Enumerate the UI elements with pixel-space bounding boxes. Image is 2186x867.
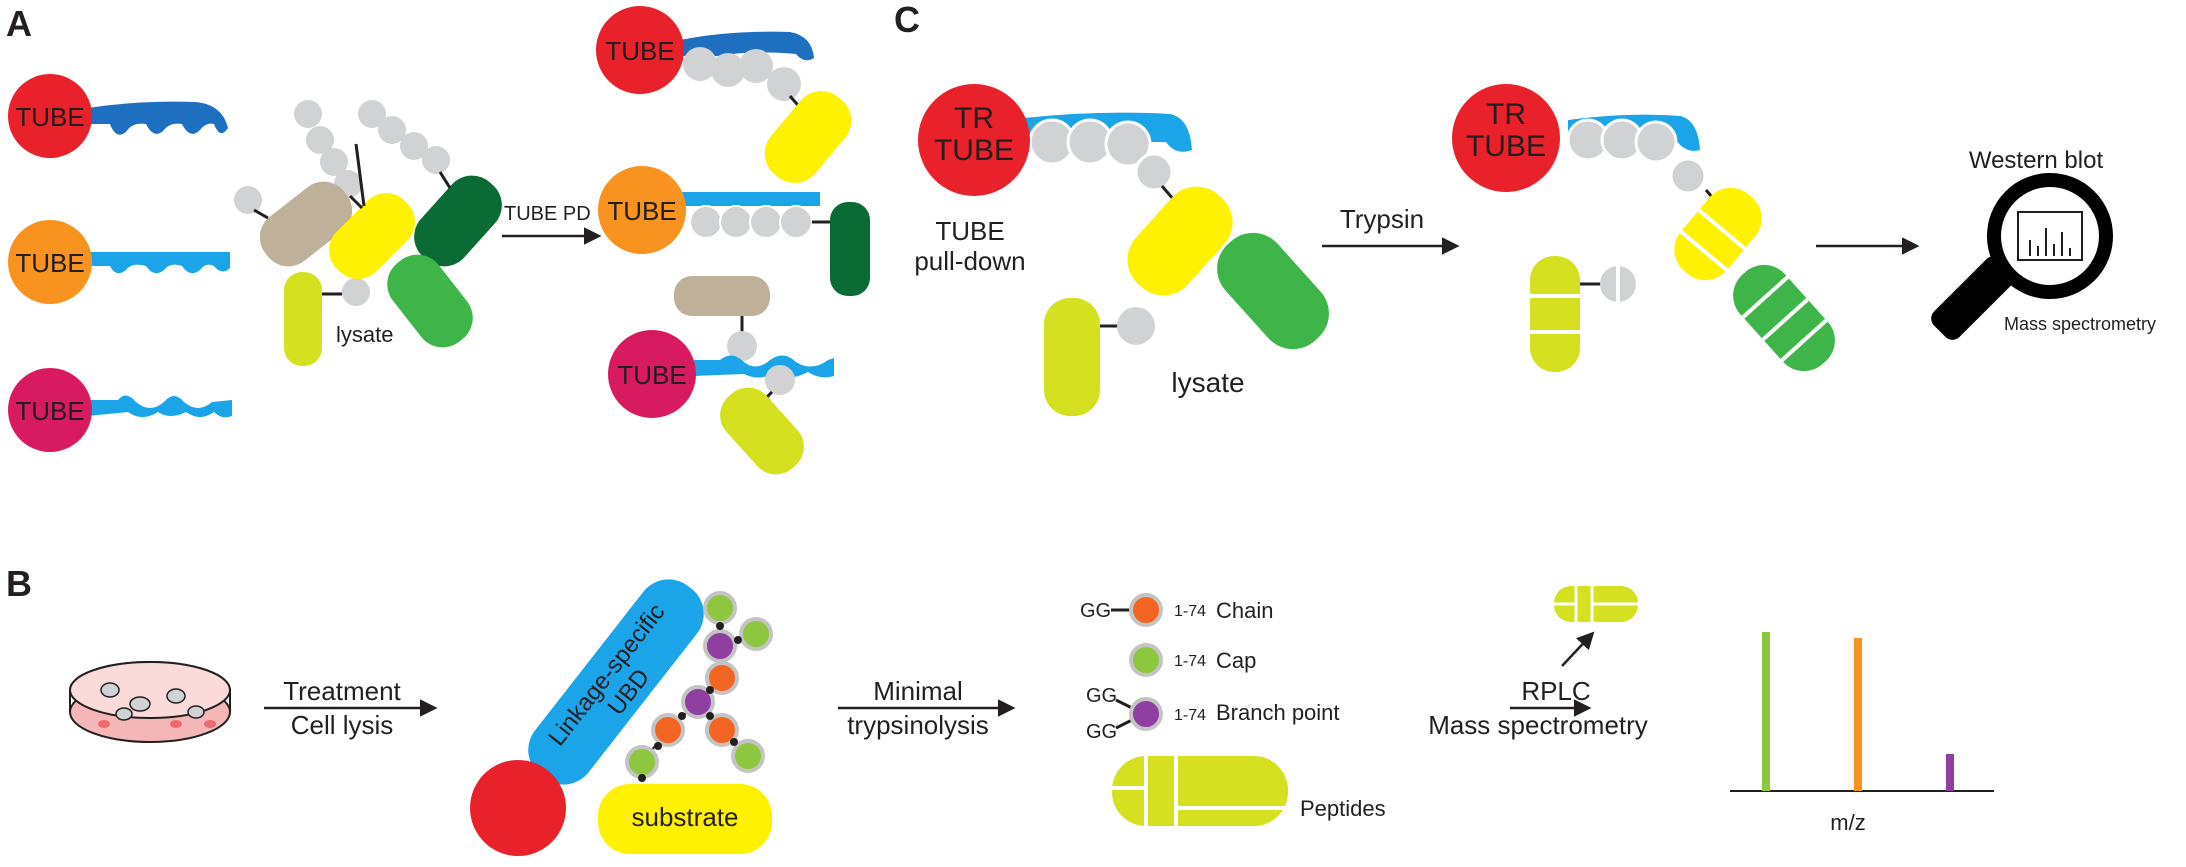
- branch-gg-top: GG: [1086, 685, 1117, 707]
- chain-range: 1-74: [1174, 603, 1206, 620]
- peptides-label: Peptides: [1300, 796, 1386, 821]
- tube-label: TUBE: [15, 396, 84, 426]
- panel-label-c: C: [894, 0, 920, 40]
- cell-culture-dish-icon: [69, 661, 231, 743]
- cell-lysis-label: Cell lysis: [291, 710, 394, 740]
- spectrum-peak: [1946, 754, 1954, 791]
- cap-label: Cap: [1216, 648, 1256, 673]
- lysate-label: lysate: [336, 322, 393, 347]
- protein-green: [387, 254, 473, 348]
- tr-label: TR: [954, 102, 994, 135]
- magnifier-icon: [1931, 173, 2113, 340]
- tube-label: TUBE: [617, 360, 686, 390]
- branch-gg-bottom: GG: [1086, 721, 1117, 743]
- pulldown-label-1: TUBE: [935, 216, 1004, 246]
- protein-dark-green: [414, 175, 502, 267]
- rplc-label: RPLC: [1521, 676, 1590, 706]
- branch-label: Branch point: [1216, 700, 1340, 725]
- mass-spectrum: m/z: [1730, 632, 1994, 835]
- tube-label: TUBE: [605, 36, 674, 66]
- protein-lime: [284, 272, 322, 366]
- tr-label: TR: [1486, 98, 1526, 131]
- trypsin-label: Trypsin: [1340, 204, 1424, 234]
- lysate-label-c: lysate: [1171, 367, 1244, 398]
- tr-tube-complex-1: TR TUBE: [918, 84, 1329, 416]
- tube-orange: TUBE: [8, 220, 230, 304]
- tube-label: TUBE: [15, 102, 84, 132]
- tube-blue-dark: TUBE: [8, 74, 228, 158]
- substrate-label: substrate: [632, 802, 739, 832]
- protein-yellow: [329, 193, 415, 279]
- western-blot-label: Western blot: [1969, 147, 2104, 174]
- rplc-up-arrow: [1561, 631, 1595, 667]
- treatment-label: Treatment: [283, 676, 401, 706]
- spectrum-peak: [1854, 638, 1862, 791]
- mz-axis-label: m/z: [1830, 810, 1865, 835]
- mass-spectrometry-label: Mass spectrometry: [1428, 710, 1648, 740]
- spectrum-peak: [1762, 632, 1770, 791]
- cap-range: 1-74: [1174, 653, 1206, 670]
- substrate-box: [598, 784, 772, 854]
- result-tube-red: TUBE: [596, 6, 852, 183]
- small-peptide-icon: [1554, 586, 1638, 622]
- pulldown-label-2: pull-down: [914, 246, 1025, 276]
- tr-tube-complex-2: TR TUBE: [1452, 84, 1835, 372]
- protein-tan: [674, 276, 770, 316]
- minimal-label: Minimal: [873, 676, 963, 706]
- tube-magenta: TUBE: [8, 368, 232, 452]
- tube-label: TUBE: [607, 196, 676, 226]
- tube-label: TUBE: [1466, 130, 1546, 163]
- chain-label: Chain: [1216, 598, 1273, 623]
- peptide-icon: [1112, 756, 1288, 826]
- result-tube-magenta: TUBE: [608, 276, 834, 475]
- trypsinolysis-label: trypsinolysis: [847, 710, 989, 740]
- panel-label-b: B: [6, 563, 32, 604]
- branch-range: 1-74: [1174, 707, 1206, 724]
- mass-spec-label-c: Mass spectrometry: [2004, 314, 2156, 334]
- result-tube-orange: TUBE: [598, 166, 870, 296]
- tube-pd-label: TUBE PD: [504, 203, 591, 225]
- ubd-complex: substrate Linkage-specific UBD: [470, 579, 773, 856]
- protein-tan: [259, 181, 353, 267]
- panel-label-a: A: [6, 3, 32, 44]
- chain-gg: GG: [1080, 600, 1111, 622]
- lysate-cluster: lysate: [234, 100, 502, 366]
- tube-label: TUBE: [15, 248, 84, 278]
- species-legend: GG 1-74 Chain 1-74 Cap GG GG 1-74 Branch…: [1080, 593, 1386, 826]
- tube-label: TUBE: [934, 134, 1014, 167]
